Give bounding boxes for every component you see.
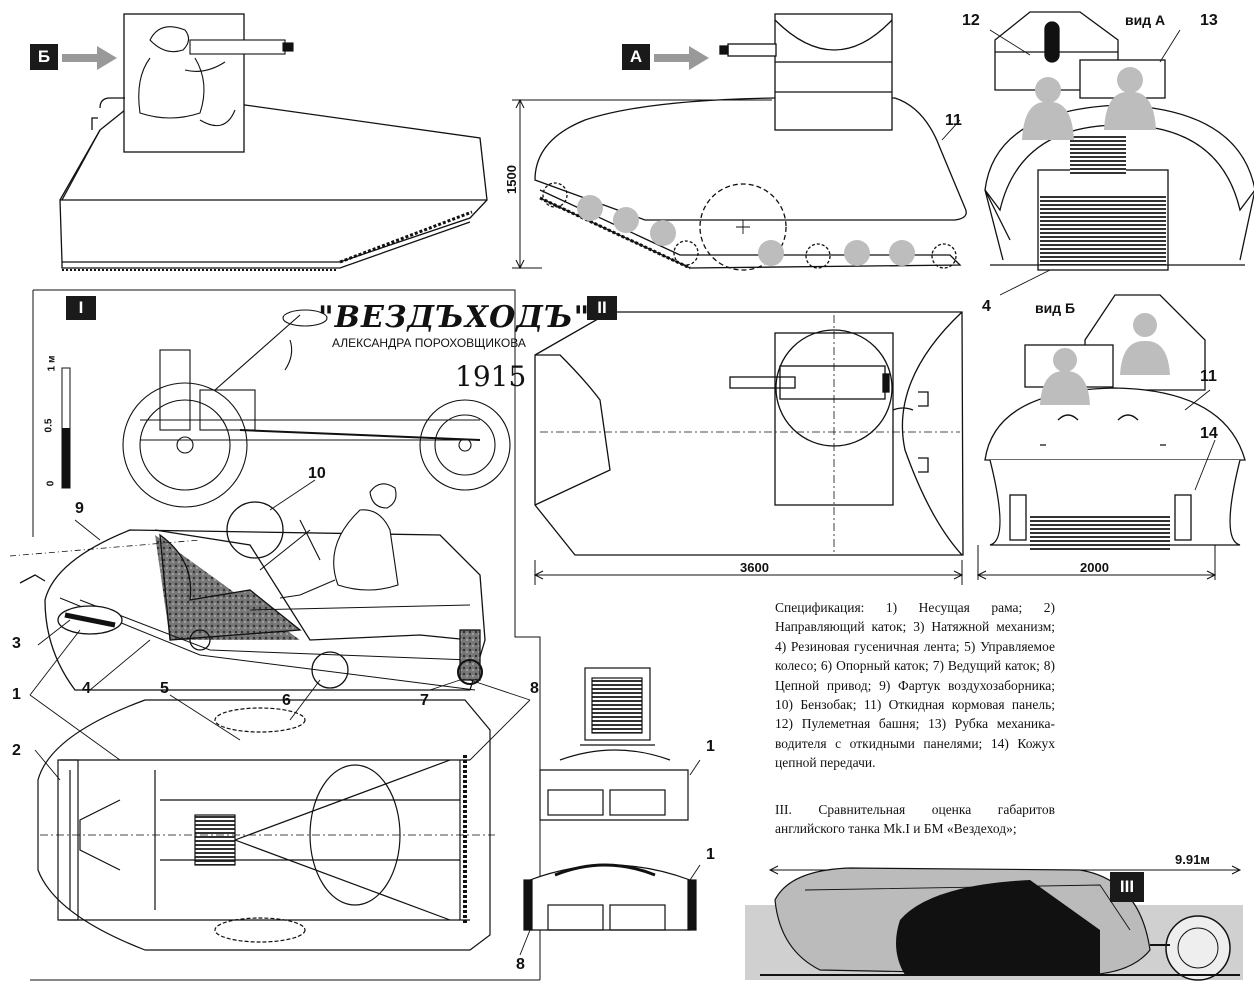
scale-label-mid: 0.5 [43,418,55,433]
callout-1c: 1 [706,846,715,863]
callout-1a: 1 [12,686,21,703]
front-view-a [984,11,1254,271]
callout-4b: 4 [982,298,991,315]
crew-silhouettes-b [1040,313,1170,405]
view-marker-b: Б [30,44,58,70]
callout-11a: 11 [945,112,962,129]
length-dimension [533,560,964,585]
road-wheels-a [577,195,915,266]
drawing-title: "ВЕЗДЪХОДЪ" [318,300,591,335]
callout-5: 5 [160,680,169,697]
callout-7: 7 [420,692,429,709]
view-marker-a: А [622,44,650,70]
plan-view-i [37,699,495,951]
specification-text: Спецификация: 1) Несущая рама; 2) Направ… [775,600,1055,771]
dim-mk1-length: 9.91м [1175,852,1210,867]
callout-9: 9 [75,500,84,517]
scale-label-bottom: 0 [45,480,57,487]
callout-12: 12 [962,12,980,29]
rear-view-b [984,294,1246,550]
view-label-a: вид А [1125,12,1166,28]
dim-length: 3600 [740,560,769,575]
callout-4a: 4 [82,680,91,697]
callout-10: 10 [308,465,326,482]
comparison-caption: III. Сравнительная оценка габаритов англ… [775,802,1055,837]
drawing-year: 1915 [455,360,527,393]
driver-figure [259,483,399,599]
crew-silhouettes-a [1022,67,1156,140]
callout-leaders [29,29,1216,956]
callout-8b: 8 [516,956,525,973]
scale-bar [61,367,71,489]
callout-11b: 11 [1200,368,1217,385]
callout-6: 6 [282,692,291,709]
gunner-figure [138,26,294,127]
chassis-drawing [122,309,511,508]
arrow-a-icon [654,46,709,70]
cross-section-views [523,667,697,931]
callout-1b: 1 [706,738,715,755]
section-label-ii: II [587,296,617,320]
section-label-iii: III [1110,872,1144,902]
arrow-b-icon [62,46,117,70]
callout-2: 2 [12,742,21,759]
callout-13: 13 [1200,12,1218,29]
drawing-author: АЛЕКСАНДРА ПОРОХОВЩИКОВА [332,336,526,350]
dim-height: 1500 [503,165,519,194]
section-i-border [30,289,541,981]
scale-label-top: 1 м [46,355,58,372]
dim-width: 2000 [1080,560,1109,575]
view-label-b: вид Б [1035,300,1076,316]
width-dimension [976,545,1217,580]
height-dimension [512,98,772,270]
callout-3: 3 [12,635,21,652]
plan-view-ii [534,311,964,556]
side-view-a [534,13,967,271]
cutaway-side [9,501,486,691]
callout-14: 14 [1200,425,1218,442]
section-label-i: I [66,296,96,320]
comparison-iii [745,865,1243,981]
callout-8a: 8 [530,680,539,697]
